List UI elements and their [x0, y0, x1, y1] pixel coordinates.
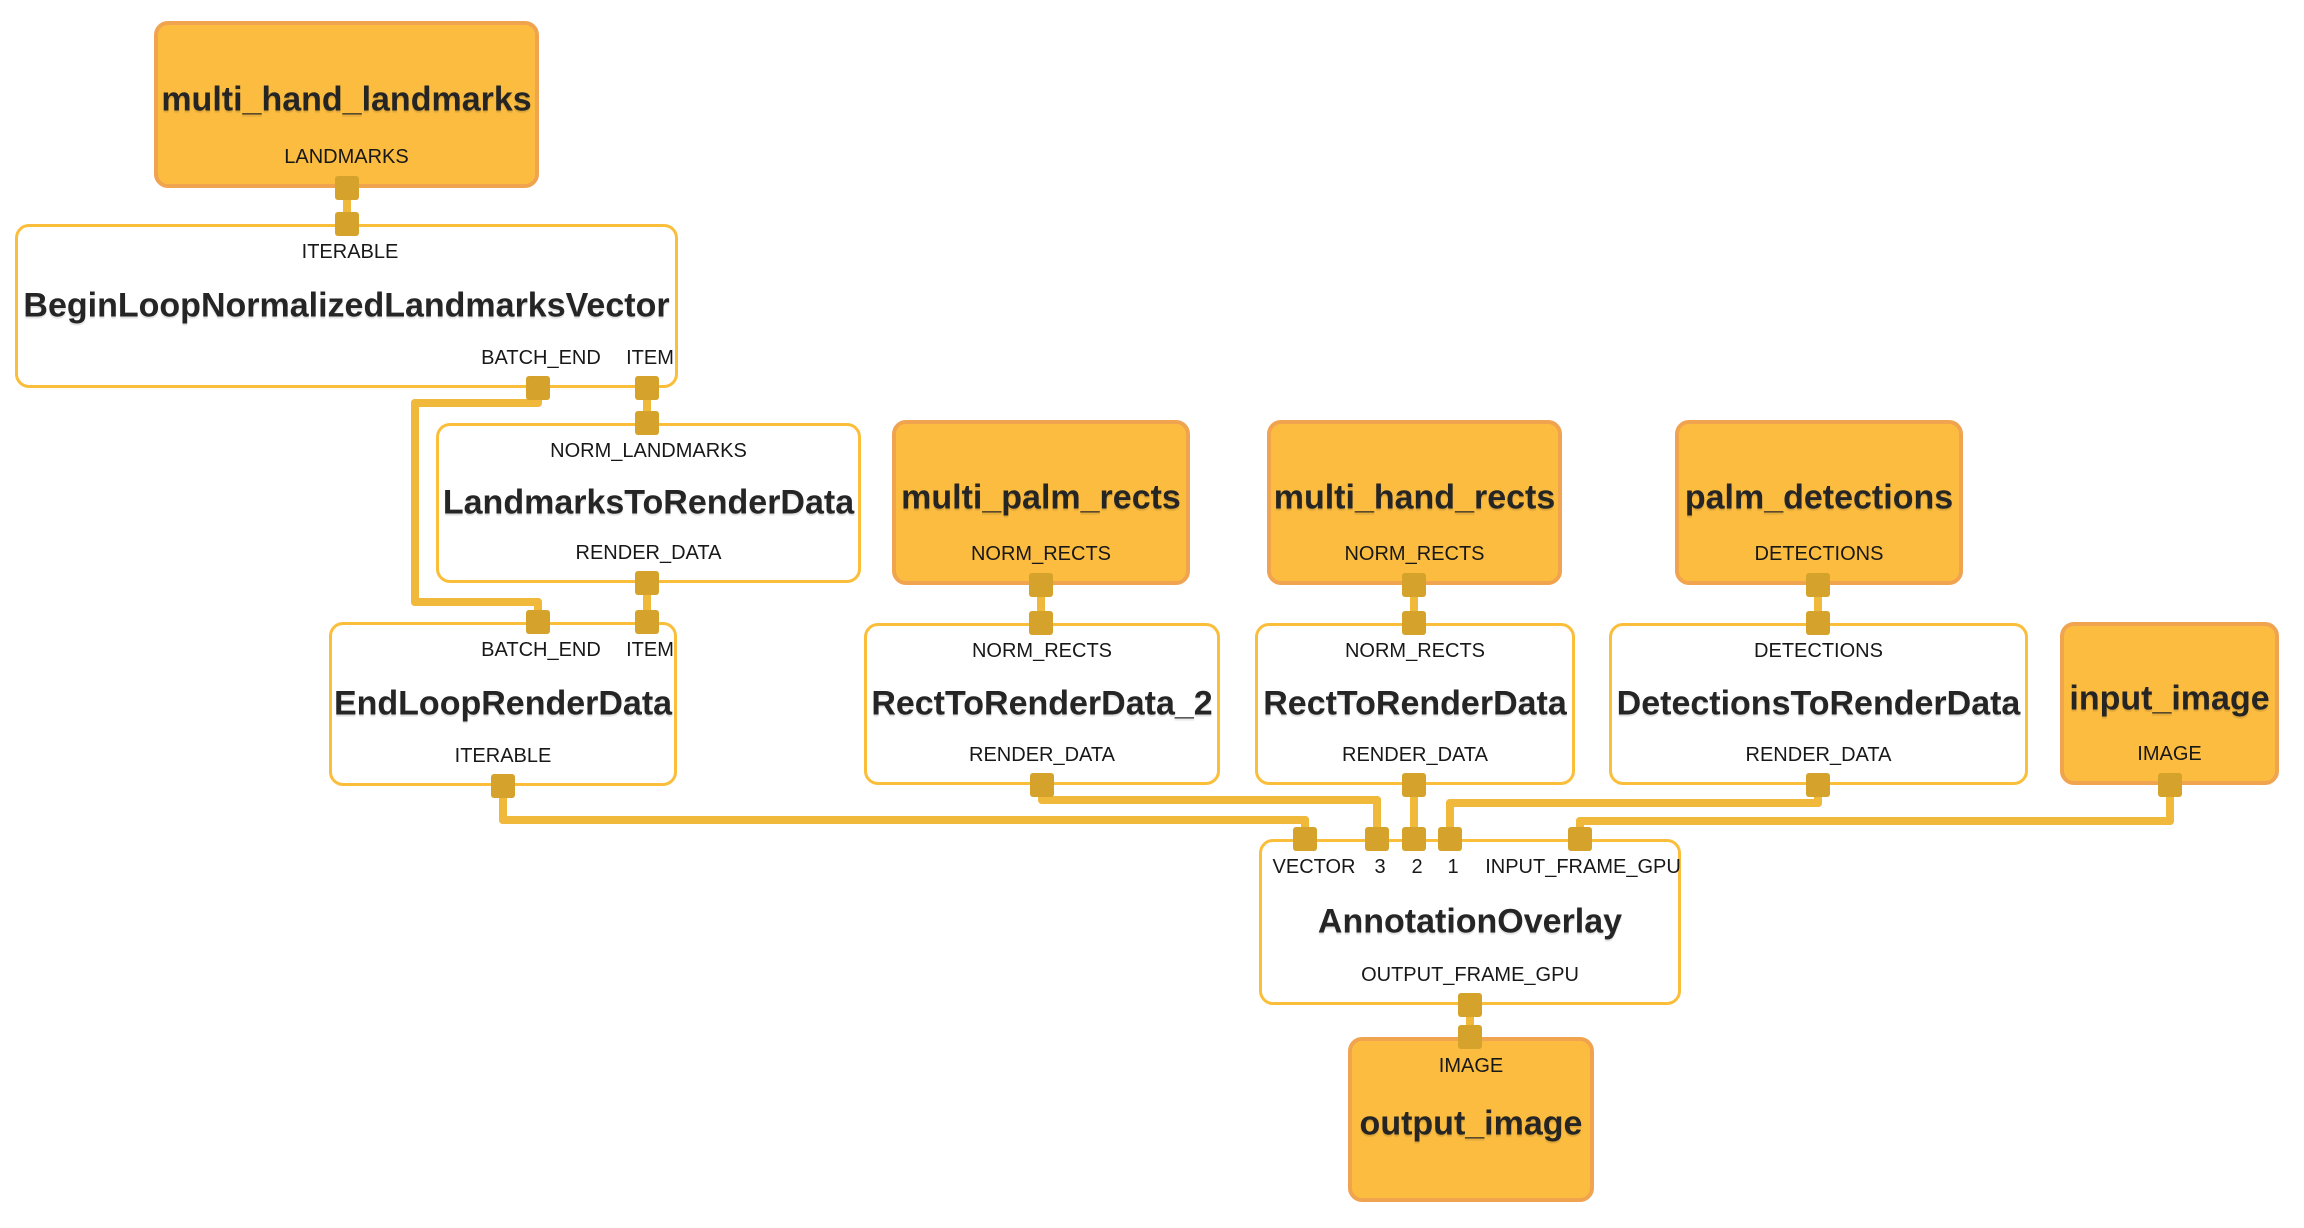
edge-hand-rects-norm-rects [1410, 585, 1418, 623]
port-pin-2-in [1402, 827, 1426, 851]
port-label-landmarks: LANDMARKS [284, 146, 409, 168]
port-label-render-data: RENDER_DATA [1342, 744, 1488, 766]
edge-batch-end-seg-h2 [411, 598, 542, 606]
port-pin-vector-in [1293, 827, 1317, 851]
port-label-2: 2 [1411, 856, 1423, 878]
edge-rtrd2-3-h [1038, 796, 1381, 804]
port-label-3: 3 [1374, 856, 1386, 878]
port-pin-input-frame-gpu-in [1568, 827, 1592, 851]
node-annotation-overlay[interactable]: VECTOR 3 2 1 INPUT_FRAME_GPU AnnotationO… [1259, 839, 1681, 1005]
node-begin-loop-normalized-landmarks-vector[interactable]: ITERABLE BeginLoopNormalizedLandmarksVec… [15, 224, 678, 388]
node-title: RectToRenderData_2 [871, 684, 1213, 723]
node-landmarks-to-render-data[interactable]: NORM_LANDMARKS LandmarksToRenderData REN… [436, 423, 861, 583]
node-end-loop-render-data[interactable]: BATCH_END ITEM EndLoopRenderData ITERABL… [329, 622, 677, 786]
port-label-detections: DETECTIONS [1754, 640, 1883, 662]
node-title: BeginLoopNormalizedLandmarksVector [23, 286, 670, 325]
node-title: palm_detections [1684, 478, 1954, 517]
port-label-norm-rects: NORM_RECTS [970, 543, 1112, 565]
node-title: AnnotationOverlay [1317, 902, 1623, 941]
edge-item-norm-landmarks [643, 388, 651, 423]
port-pin-3-in [1365, 827, 1389, 851]
port-pin-image-out-input [2158, 773, 2182, 797]
edge-landmarks-iterable [343, 188, 351, 224]
port-pin-landmarks-out [335, 176, 359, 200]
node-title: EndLoopRenderData [333, 684, 673, 723]
port-pin-item-in [635, 610, 659, 634]
port-pin-detections-in [1806, 611, 1830, 635]
port-label-batch-end: BATCH_END [481, 639, 601, 661]
port-pin-render-data-out-rtrd [1402, 773, 1426, 797]
node-input-image[interactable]: input_image IMAGE [2060, 622, 2279, 785]
port-pin-detections-out [1806, 573, 1830, 597]
edge-batch-end-seg-h1 [411, 399, 542, 407]
edge-batch-end-seg-v2 [411, 399, 419, 606]
edge-iterable-vector-v1 [499, 786, 507, 824]
edge-dtrd-1-h [1446, 799, 1822, 807]
node-title: RectToRenderData [1263, 684, 1567, 723]
edge-iterable-vector-h [499, 816, 1309, 824]
port-label-image: IMAGE [1438, 1055, 1504, 1077]
port-pin-image-in-output [1458, 1025, 1482, 1049]
port-label-render-data: RENDER_DATA [575, 542, 722, 564]
node-title: input_image [2069, 679, 2270, 718]
edge-palm-detections-detections [1814, 585, 1822, 623]
port-pin-norm-rects-out-palm [1029, 573, 1053, 597]
node-detections-to-render-data[interactable]: DETECTIONS DetectionsToRenderData RENDER… [1609, 623, 2028, 785]
node-output-image[interactable]: IMAGE output_image [1348, 1037, 1594, 1202]
port-pin-iterable-in [335, 212, 359, 236]
edge-rtrd-2 [1410, 785, 1418, 839]
node-title: DetectionsToRenderData [1616, 684, 2021, 723]
port-pin-norm-rects-in-rtrd2 [1029, 611, 1053, 635]
port-label-output-frame-gpu: OUTPUT_FRAME_GPU [1361, 964, 1579, 986]
node-title: multi_palm_rects [901, 478, 1181, 517]
port-label-norm-rects: NORM_RECTS [1344, 640, 1486, 662]
port-pin-norm-landmarks-in [635, 411, 659, 435]
edge-input-image-h [1576, 817, 2174, 825]
port-pin-iterable-out [491, 774, 515, 798]
port-pin-output-frame-gpu-out [1458, 993, 1482, 1017]
edge-rtrd2-3-v2 [1373, 796, 1381, 839]
port-label-render-data: RENDER_DATA [1745, 744, 1892, 766]
port-pin-batch-end-in [526, 610, 550, 634]
port-label-item: ITEM [626, 639, 674, 661]
port-label-1: 1 [1447, 856, 1459, 878]
node-multi-hand-rects[interactable]: multi_hand_rects NORM_RECTS [1267, 420, 1562, 585]
node-title: multi_hand_landmarks [161, 80, 532, 119]
node-title: LandmarksToRenderData [442, 483, 855, 522]
edge-palm-rects-norm-rects [1037, 585, 1045, 623]
port-label-batch-end: BATCH_END [481, 347, 601, 369]
port-label-iterable: ITERABLE [454, 745, 552, 767]
port-pin-render-data-out [635, 571, 659, 595]
port-label-norm-rects: NORM_RECTS [971, 640, 1113, 662]
port-pin-norm-rects-out-hand [1402, 573, 1426, 597]
port-label-item: ITEM [626, 347, 674, 369]
port-pin-render-data-out-rtrd2 [1030, 773, 1054, 797]
port-label-iterable: ITERABLE [301, 241, 399, 263]
port-pin-norm-rects-in-rtrd [1402, 611, 1426, 635]
edge-render-data-item [643, 583, 651, 622]
edge-input-image-v1 [2166, 785, 2174, 825]
port-pin-batch-end-out [526, 376, 550, 400]
edge-dtrd-1-v2 [1446, 799, 1454, 839]
node-multi-hand-landmarks[interactable]: multi_hand_landmarks LANDMARKS [154, 21, 539, 188]
port-label-image: IMAGE [2137, 743, 2202, 765]
port-label-input-frame-gpu: INPUT_FRAME_GPU [1485, 856, 1681, 878]
port-label-vector: VECTOR [1272, 856, 1356, 878]
port-pin-1-in [1438, 827, 1462, 851]
port-pin-item-out [635, 376, 659, 400]
node-title: output_image [1359, 1104, 1583, 1143]
port-pin-render-data-out-dtrd [1806, 773, 1830, 797]
port-label-norm-landmarks: NORM_LANDMARKS [550, 440, 747, 462]
node-palm-detections[interactable]: palm_detections DETECTIONS [1675, 420, 1963, 585]
port-label-detections: DETECTIONS [1754, 543, 1884, 565]
node-rect-to-render-data[interactable]: NORM_RECTS RectToRenderData RENDER_DATA [1255, 623, 1575, 785]
port-label-render-data: RENDER_DATA [969, 744, 1115, 766]
edge-output-frame-gpu-image [1466, 1005, 1474, 1037]
node-rect-to-render-data-2[interactable]: NORM_RECTS RectToRenderData_2 RENDER_DAT… [864, 623, 1220, 785]
port-label-norm-rects: NORM_RECTS [1344, 543, 1485, 565]
node-title: multi_hand_rects [1273, 478, 1556, 517]
node-multi-palm-rects[interactable]: multi_palm_rects NORM_RECTS [892, 420, 1190, 585]
